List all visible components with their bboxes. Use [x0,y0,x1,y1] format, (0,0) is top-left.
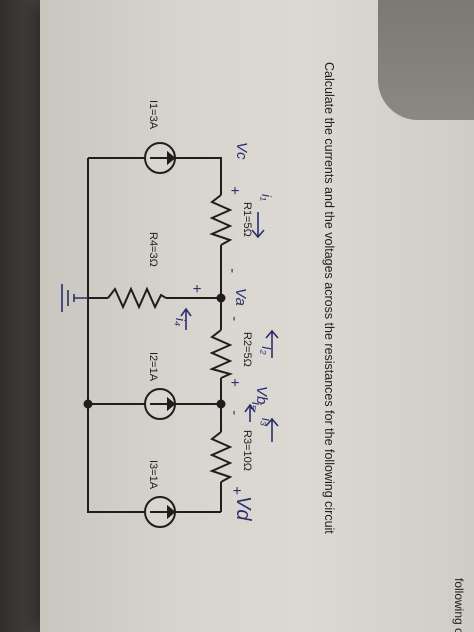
hand-arrow-i5-icon [244,403,256,422]
hand-vc: Vc [233,142,250,160]
hand-i5: i₅ [249,402,264,411]
hand-plus-r3top: + [226,378,243,387]
junction-dot [83,399,93,409]
resistor-r3 [209,431,233,483]
label-i1: I1=3A [147,100,159,130]
label-i3: I3=1A [147,460,159,490]
label-r1: R1=5Ω [241,202,253,237]
hand-i4: i₄ [173,318,188,326]
hand-plus-r2: + [188,284,205,293]
next-heading-fragment: following circuit [452,578,466,632]
circuit-wires [87,157,222,513]
hand-vd: Vd [232,496,254,521]
hand-minus-r2: - [226,316,243,321]
label-i2: I2=1A [147,352,159,382]
arrowhead-i2-icon [167,396,176,412]
arrowhead-i3-icon [167,504,176,520]
wire-left-loop [87,158,221,513]
hand-minus-r1: - [224,268,241,273]
hand-minus-r3: - [226,410,243,415]
resistor-r4 [107,286,167,310]
label-r4: R4=3Ω [147,232,159,267]
hand-i2: I₂ [259,346,274,355]
junction-dot [216,293,226,303]
label-r2: R2=5Ω [241,332,253,367]
label-r3: R3=10Ω [241,430,253,471]
hand-plus-r1: + [226,186,243,195]
hand-arrow-i4-icon [180,307,192,330]
hand-plus-r3bottom: + [228,486,245,495]
wire-i1-right [175,157,222,195]
hand-i1: i₁ [259,194,274,201]
hand-va: Va [232,288,249,306]
hand-arrow-i2-icon [265,329,279,358]
hand-vb: Vb [253,386,270,404]
ground-symbol-icon [61,284,88,312]
junction-dot [216,399,226,409]
underlying-page [378,0,474,120]
hand-arrow-i3-icon [265,417,279,442]
resistor-r1 [209,194,233,246]
resistor-r2 [209,329,233,379]
question-heading: Calculate the currents and the voltages … [322,62,336,534]
hand-arrow-i1-icon [251,212,265,239]
hand-i3: i₃ [259,418,274,426]
arrowhead-i1-icon [167,150,176,166]
